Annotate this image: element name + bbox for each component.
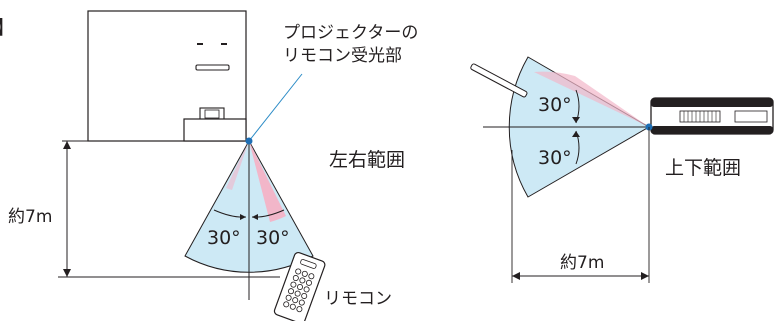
projector-side-top	[651, 98, 773, 107]
horizontal-range-label: 左右範囲	[329, 149, 405, 171]
projector-indicator-right	[221, 43, 227, 45]
projector-side-vent-lines	[683, 111, 717, 122]
projector-indicator-left	[197, 43, 203, 45]
remote-top-button	[300, 259, 317, 269]
arrow-right-arc-end	[252, 214, 258, 220]
vertical-range-label: 上下範囲	[665, 157, 741, 179]
vertical-range-figure: 30° 30° 上下範囲 約7m	[470, 56, 774, 283]
horizontal-right-angle: 30°	[256, 227, 290, 249]
horizontal-range-figure: 30° 30° プロジェクターの リモコン受光部 左右範囲 約7m リ	[8, 10, 418, 321]
arrow-top-arc-end	[572, 117, 580, 123]
distance-bottom-label: 約7m	[560, 253, 604, 273]
receiver-leader-line	[248, 73, 303, 142]
remote-button-grid	[283, 268, 315, 313]
receiver-label-line2: リモコン受光部	[283, 46, 402, 66]
horizontal-left-angle: 30°	[207, 227, 241, 249]
distance-arrow-bottom	[63, 269, 71, 277]
vertical-bottom-angle: 30°	[538, 147, 572, 169]
horizontal-right-pink-sector	[249, 141, 286, 222]
heading-fragment: 】	[0, 17, 15, 39]
distance-arrow-top	[63, 141, 71, 149]
projector-slot	[195, 64, 230, 71]
distance-left-label: 約7m	[8, 207, 52, 227]
dimension-arrow-left	[512, 272, 520, 280]
projector-side-bottom	[651, 126, 773, 134]
remote-side-body	[470, 63, 528, 98]
receiver-dot	[245, 137, 253, 145]
dimension-arrow-right	[641, 272, 649, 280]
projector-side-view	[650, 97, 774, 135]
projector-lens-inner	[204, 109, 220, 119]
arrow-bottom-arc-end	[572, 131, 580, 137]
receiver-label-line1: プロジェクターの	[283, 23, 418, 43]
remote-side-view	[470, 63, 528, 98]
remote-control	[273, 251, 326, 321]
vertical-top-angle: 30°	[538, 94, 572, 116]
remote-label: リモコン	[324, 289, 392, 309]
projector-base-block	[183, 118, 247, 142]
vertical-pink-sector	[534, 71, 649, 127]
projector-side-panel	[734, 110, 768, 123]
arrow-left-arc-end	[240, 214, 246, 220]
horizontal-left-pink-sector	[226, 141, 249, 190]
